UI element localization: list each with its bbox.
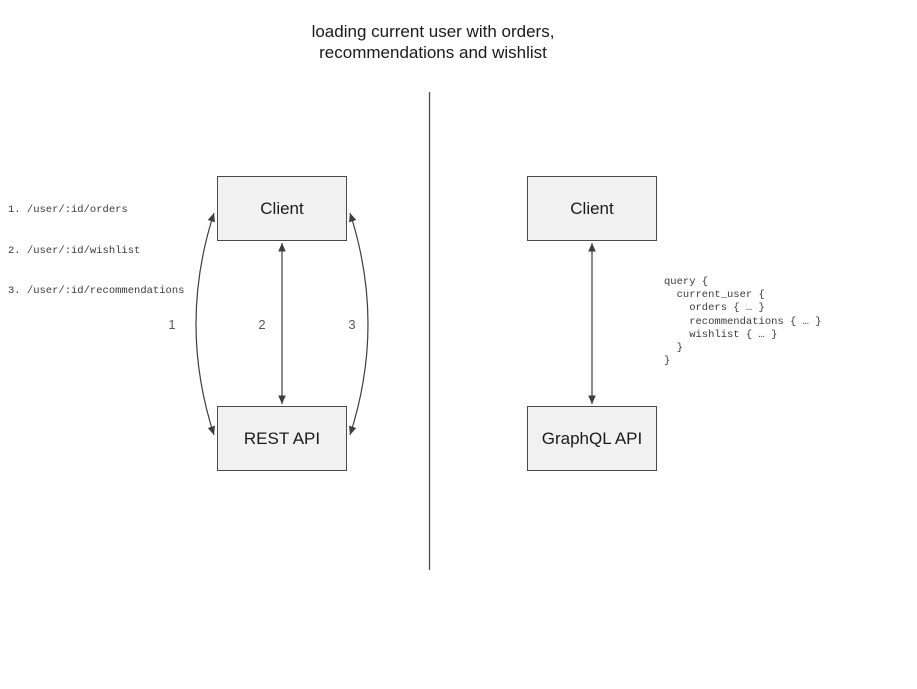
arrow-label-1: 1 bbox=[168, 317, 176, 332]
arrow-label-3: 3 bbox=[348, 317, 356, 332]
rest-client-node: Client bbox=[217, 176, 347, 241]
graphql-client-node: Client bbox=[527, 176, 657, 241]
endpoint-wishlist: 2. /user/:id/wishlist bbox=[8, 244, 141, 257]
rest-api-node: REST API bbox=[217, 406, 347, 471]
arrow-label-2: 2 bbox=[258, 317, 266, 332]
diagram-title: loading current user with orders, recomm… bbox=[233, 21, 633, 63]
title-line-1: loading current user with orders, bbox=[311, 22, 555, 41]
rest-api-label: REST API bbox=[243, 428, 321, 448]
graphql-api-label: GraphQL API bbox=[541, 428, 643, 448]
endpoint-orders: 1. /user/:id/orders bbox=[8, 204, 128, 216]
rest-arrow-orders bbox=[195, 212, 215, 436]
rest-endpoint-list: 1. /user/:id/orders 2. /user/:id/wishlis… bbox=[8, 177, 184, 326]
title-line-2: recommendations and wishlist bbox=[319, 43, 547, 62]
rest-arrow-recommendations bbox=[349, 212, 369, 436]
rest-client-label: Client bbox=[260, 198, 304, 218]
graphql-api-node: GraphQL API bbox=[527, 406, 657, 471]
graphql-query: query { current_user { orders { … } reco… bbox=[664, 276, 822, 368]
endpoint-recommendations: 3. /user/:id/recommendations bbox=[8, 285, 185, 297]
graphql-client-label: Client bbox=[570, 198, 614, 218]
